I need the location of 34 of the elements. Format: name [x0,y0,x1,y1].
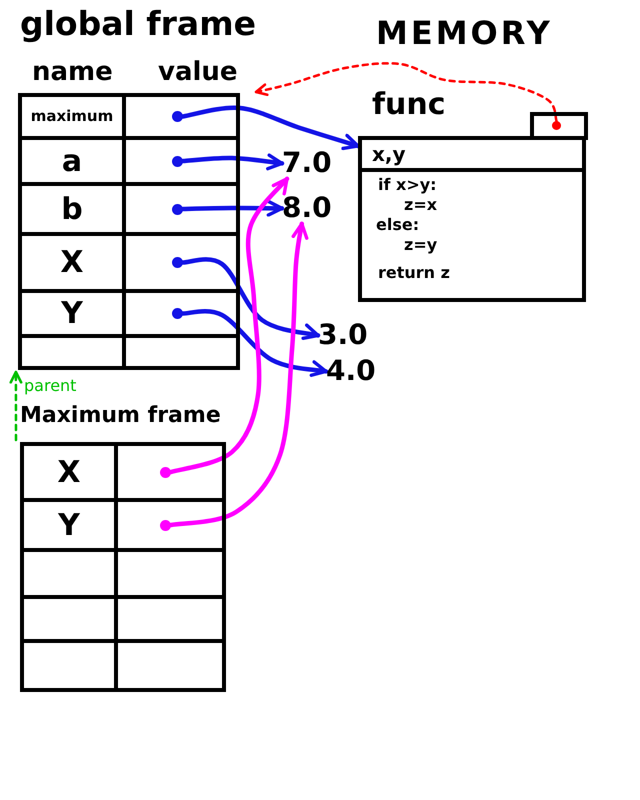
code-line: z=y [404,236,438,254]
frame-tab [530,112,588,140]
pointer-dot-icon [160,520,171,530]
pointer-dot-icon [172,156,183,166]
dashed-arrow [254,62,558,122]
float-value: 3.0 [318,320,368,351]
dashed-arrow [9,370,22,442]
arrow [180,309,328,378]
column-header: value [158,58,238,87]
arrow [180,106,360,150]
float-value: 4.0 [326,356,376,387]
pointer-dot-icon [172,308,183,319]
pointer-dot-icon [172,111,183,122]
function-name: func [372,88,446,121]
code-line: z=x [404,196,438,214]
arrow [180,257,320,341]
code-line: return z [378,264,450,282]
arrow [168,222,308,528]
arrow [180,153,284,170]
column-header: name [32,58,113,87]
arrow [168,176,290,474]
code-line: else: [376,216,420,234]
pointer-dot-icon [160,466,171,478]
arrow [180,200,284,217]
code-line: if x>y: [378,176,437,194]
pointer-dot-icon [172,257,183,268]
float-value: 7.0 [282,148,332,179]
pointer-dot-icon [172,204,183,214]
pointer-dot-icon [552,121,561,130]
float-value: 8.0 [282,193,332,224]
frame-heading: global frame [20,6,256,42]
edge-label: parent [24,377,76,395]
region-heading: MEMORY [376,16,553,52]
frame-heading: Maximum frame [20,404,221,428]
